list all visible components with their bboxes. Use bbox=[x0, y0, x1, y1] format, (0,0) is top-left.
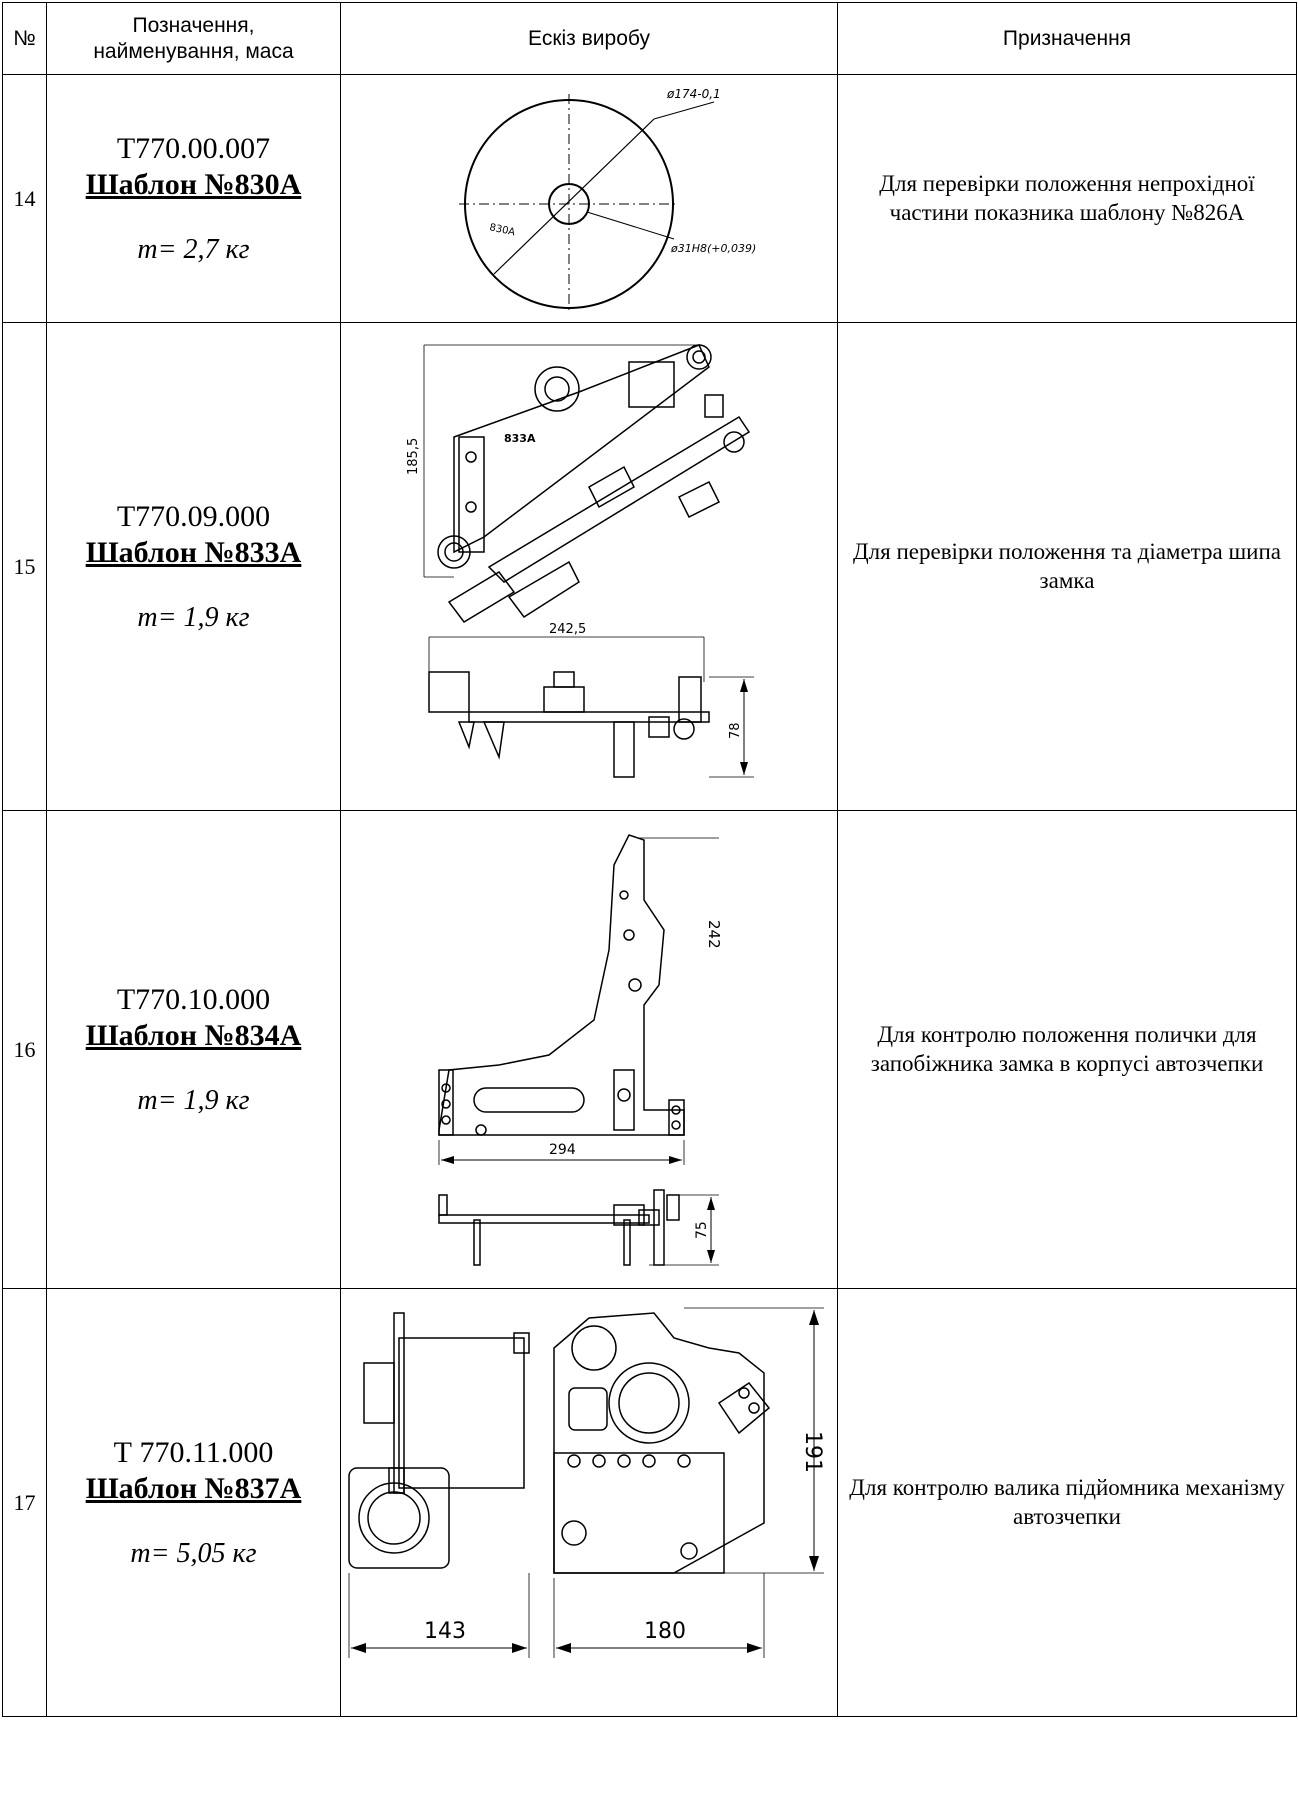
mass-value: m= 1,9 кг bbox=[137, 1084, 250, 1116]
designation-code: Т 770.11.000 bbox=[113, 1435, 274, 1469]
row-number: 16 bbox=[2, 810, 47, 1289]
mass-value: m= 5,05 кг bbox=[130, 1537, 257, 1569]
dim-height: 242 bbox=[705, 920, 723, 949]
sketch-cell: 185,5 242,5 78 833A bbox=[340, 322, 838, 811]
dim-side: 78 bbox=[728, 722, 743, 739]
dim-width: 242,5 bbox=[549, 622, 586, 637]
row-number: 14 bbox=[2, 74, 47, 323]
sketch-cell: 242 294 75 bbox=[340, 810, 838, 1289]
template-name: Шаблон №833А bbox=[85, 535, 302, 569]
designation-code: Т770.10.000 bbox=[116, 982, 271, 1016]
header-designation: Позначення, найменування, маса bbox=[46, 2, 341, 75]
designation-cell: Т 770.11.000 Шаблон №837А m= 5,05 кг bbox=[46, 1288, 341, 1717]
dim-height: 185,5 bbox=[406, 437, 421, 474]
dim-outer-diameter: ø174-0,1 bbox=[666, 87, 721, 101]
mass-value: m= 2,7 кг bbox=[137, 233, 250, 265]
header-purpose: Призначення bbox=[837, 2, 1297, 75]
part-mark: 830A bbox=[488, 222, 516, 238]
sketch-cell: 191 143 180 bbox=[340, 1288, 838, 1717]
header-row: № Позначення, найменування, маса Ескіз в… bbox=[2, 2, 1297, 75]
mass-value: m= 1,9 кг bbox=[137, 601, 250, 633]
purpose-cell: Для перевірки положення та діаметра шипа… bbox=[837, 322, 1297, 811]
template-name: Шаблон №837А bbox=[85, 1471, 302, 1505]
header-num: № bbox=[2, 2, 47, 75]
designation-cell: Т770.00.007 Шаблон №830А m= 2,7 кг bbox=[46, 74, 341, 323]
dim-height: 191 bbox=[800, 1431, 825, 1473]
purpose-cell: Для контролю валика підйомника механізму… bbox=[837, 1288, 1297, 1717]
designation-code: Т770.00.007 bbox=[116, 131, 271, 165]
dim-inner-diameter: ø31H8(+0,039) bbox=[670, 242, 756, 255]
sketch-cell: ø174-0,1 ø31H8(+0,039) 830A bbox=[340, 74, 838, 323]
table-row: 15 Т770.09.000 Шаблон №833А m= 1,9 кг bbox=[2, 322, 1297, 811]
part-mark: 833A bbox=[504, 432, 536, 445]
designation-cell: Т770.10.000 Шаблон №834А m= 1,9 кг bbox=[46, 810, 341, 1289]
spec-table: № Позначення, найменування, маса Ескіз в… bbox=[2, 2, 1297, 1717]
purpose-cell: Для контролю положення полички для запоб… bbox=[837, 810, 1297, 1289]
table-row: 17 Т 770.11.000 Шаблон №837А m= 5,05 кг bbox=[2, 1288, 1297, 1717]
header-sketch: Ескіз виробу bbox=[340, 2, 838, 75]
template-name: Шаблон №830А bbox=[85, 167, 302, 201]
table-row: 14 Т770.00.007 Шаблон №830А m= 2,7 кг ø1… bbox=[2, 74, 1297, 323]
template-name: Шаблон №834А bbox=[85, 1018, 302, 1052]
dim-width-left: 143 bbox=[424, 1619, 466, 1644]
row-number: 15 bbox=[2, 322, 47, 811]
designation-cell: Т770.09.000 Шаблон №833А m= 1,9 кг bbox=[46, 322, 341, 811]
sketch-837a-drawing: 191 143 180 bbox=[348, 1307, 825, 1658]
sketch-834a-drawing: 242 294 75 bbox=[438, 833, 723, 1266]
dim-side: 75 bbox=[694, 1221, 710, 1239]
purpose-cell: Для перевірки положення непрохідної част… bbox=[837, 74, 1297, 323]
row-number: 17 bbox=[2, 1288, 47, 1717]
table-row: 16 Т770.10.000 Шаблон №834А m= 1,9 кг bbox=[2, 810, 1297, 1289]
dim-width: 294 bbox=[549, 1142, 576, 1158]
sketch-833a-drawing: 185,5 242,5 78 833A bbox=[406, 343, 754, 778]
sketch-830a-drawing: ø174-0,1 ø31H8(+0,039) 830A bbox=[459, 87, 756, 314]
designation-code: Т770.09.000 bbox=[116, 499, 271, 533]
dim-width-right: 180 bbox=[644, 1619, 686, 1644]
